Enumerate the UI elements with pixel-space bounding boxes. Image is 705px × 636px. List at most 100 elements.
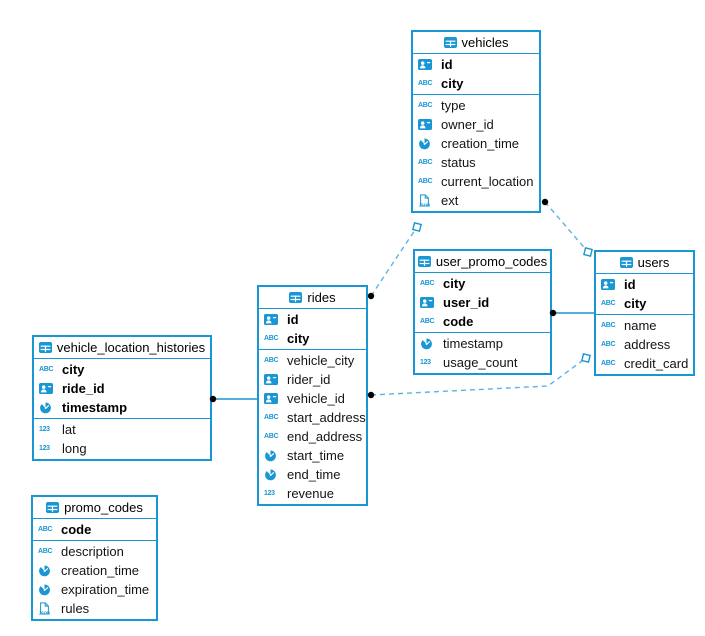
- column-row: end_time: [259, 465, 366, 484]
- table-grid-icon: [46, 502, 60, 513]
- id-badge-icon: [420, 297, 439, 308]
- column-row: 123 lat: [34, 420, 210, 439]
- column-name: lat: [62, 422, 76, 437]
- column-row: start_time: [259, 446, 366, 465]
- connector-square: [581, 353, 591, 363]
- table-grid-icon: [443, 37, 457, 48]
- column-name: revenue: [287, 486, 334, 501]
- connector-dot: [367, 391, 375, 399]
- column-row: ABC name: [596, 316, 693, 335]
- abc-string-icon: ABC: [38, 548, 53, 555]
- column-name: vehicle_id: [287, 391, 345, 406]
- id-badge-icon: [418, 119, 437, 130]
- table-header[interactable]: user_promo_codes: [415, 251, 550, 273]
- numeric-123-icon: 123: [39, 426, 50, 433]
- table-name: user_promo_codes: [435, 254, 548, 269]
- column-name: expiration_time: [61, 582, 150, 597]
- table-header[interactable]: rides: [259, 287, 366, 309]
- column-name: ext: [441, 193, 459, 208]
- abc-string-icon: ABC: [264, 335, 279, 342]
- id-badge-icon: [264, 374, 283, 385]
- svg-text:JSON: JSON: [39, 611, 50, 615]
- columns-section: ABC description creation_time expiration_ti…: [33, 540, 156, 619]
- abc-string-icon: ABC: [601, 322, 616, 329]
- json-document-icon: JSON: [38, 602, 57, 615]
- column-name: creation_time: [441, 136, 520, 151]
- table-header[interactable]: vehicles: [413, 32, 539, 54]
- column-name: timestamp: [62, 400, 128, 415]
- id-badge-icon: [601, 279, 620, 290]
- connector-rides-vehicles: [370, 226, 418, 297]
- table-name: promo_codes: [64, 500, 143, 515]
- clock-icon: [420, 337, 439, 350]
- column-row: ABC status: [413, 153, 539, 172]
- table-header[interactable]: vehicle_location_histories: [34, 337, 210, 359]
- column-name: long: [62, 441, 87, 456]
- column-name: start_time: [287, 448, 345, 463]
- abc-string-icon: ABC: [418, 178, 433, 185]
- column-row: id: [413, 55, 539, 74]
- column-name: credit_card: [624, 356, 689, 371]
- abc-string-icon: ABC: [420, 318, 435, 325]
- column-name: id: [441, 57, 453, 72]
- column-name: end_address: [287, 429, 363, 444]
- abc-string-icon: ABC: [601, 341, 616, 348]
- id-badge-icon: [264, 393, 283, 404]
- clock-icon: [264, 468, 283, 481]
- column-name: address: [624, 337, 671, 352]
- clock-icon: [418, 137, 437, 150]
- id-badge-icon: [418, 59, 437, 70]
- connector-vehicles-users: [544, 201, 589, 253]
- column-name: city: [624, 296, 647, 311]
- column-row: user_id: [415, 293, 550, 312]
- column-name: end_time: [287, 467, 341, 482]
- column-name: start_address: [287, 410, 366, 425]
- connector-dot: [367, 292, 375, 300]
- column-name: owner_id: [441, 117, 494, 132]
- table-header[interactable]: users: [596, 252, 693, 274]
- column-row: ABC description: [33, 542, 156, 561]
- column-name: description: [61, 544, 124, 559]
- abc-string-icon: ABC: [264, 433, 279, 440]
- numeric-123-icon: 123: [420, 359, 431, 366]
- column-name: name: [624, 318, 657, 333]
- column-name: id: [624, 277, 636, 292]
- connector-dot: [541, 198, 549, 206]
- table-name: vehicle_location_histories: [56, 340, 206, 355]
- column-name: status: [441, 155, 476, 170]
- connector-square: [412, 222, 422, 232]
- column-name: code: [61, 522, 92, 537]
- abc-string-icon: ABC: [418, 159, 433, 166]
- table-grid-icon: [289, 292, 303, 303]
- id-badge-icon: [39, 383, 58, 394]
- table-header[interactable]: promo_codes: [33, 497, 156, 519]
- column-row: timestamp: [34, 398, 210, 417]
- column-row: creation_time: [33, 561, 156, 580]
